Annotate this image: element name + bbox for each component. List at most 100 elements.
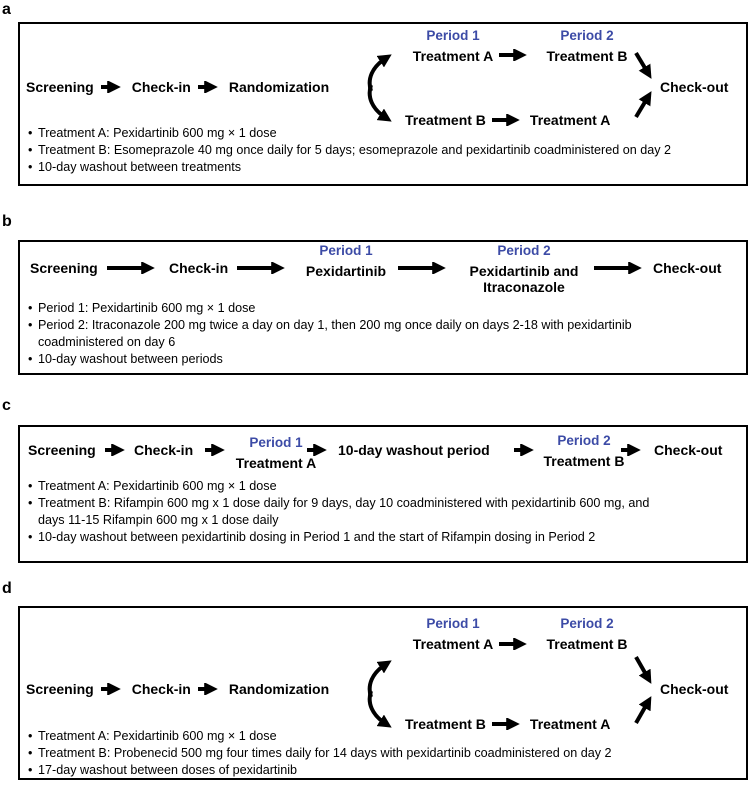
right-arrow-icon <box>107 262 155 274</box>
panel-c-letter: c <box>2 397 11 414</box>
period-1-label: Period 1 <box>426 28 480 43</box>
flow-step-check-in: Check-in <box>131 79 191 95</box>
note-line: • 17-day washout between doses of pexida… <box>28 762 734 779</box>
flow-step-treatment-a: Treatment A <box>412 48 494 64</box>
panel-d-letter: d <box>2 580 12 597</box>
flow-step-check-in: Check-in <box>169 260 229 276</box>
bullet-icon: • <box>28 530 33 544</box>
bullet-icon: • <box>28 496 33 510</box>
flow-step-treatment-b: Treatment B <box>546 636 628 652</box>
panel-d-notes: • Treatment A: Pexidartinib 600 mg × 1 d… <box>28 728 734 779</box>
bullet-icon: • <box>28 318 33 332</box>
flow-step-treatment-b: Treatment B <box>543 453 625 469</box>
right-arrow-icon <box>491 114 520 126</box>
right-arrow-icon <box>499 638 527 650</box>
right-arrow-icon <box>100 683 121 695</box>
flow-step-treatment-b: Treatment B <box>405 112 486 128</box>
note-text: Period 1: Pexidartinib 600 mg × 1 dose <box>38 301 256 315</box>
right-arrow-icon <box>621 444 641 456</box>
flow-step-screening: Screening <box>28 442 96 458</box>
flow-step-screening: Screening <box>26 79 94 95</box>
period-1-label: Period 1 <box>426 616 480 631</box>
panel-a-seq1-period1-cell: Period 1 Treatment A <box>405 28 501 64</box>
panel-a-seq1-period2-cell: Period 2 Treatment B <box>539 28 635 64</box>
panel-c-period2-cell: Period 2 Treatment B <box>537 433 631 469</box>
note-text: 10-day washout between pexidartinib dosi… <box>38 530 596 544</box>
note-text: 10-day washout between periods <box>38 352 223 366</box>
flow-step-check-out: Check-out <box>654 442 723 458</box>
panel-c-notes: • Treatment A: Pexidartinib 600 mg × 1 d… <box>28 478 734 546</box>
right-arrow-icon <box>197 683 218 695</box>
flow-step-treatment-b: Treatment B <box>405 716 486 732</box>
note-line: • Treatment B: Esomeprazole 40 mg once d… <box>28 142 734 159</box>
flow-step-randomization: Randomization <box>228 79 330 95</box>
merge-arrows-icon <box>634 51 652 119</box>
flow-step-treatment-a: Treatment A <box>235 455 317 471</box>
bullet-icon: • <box>28 301 33 315</box>
note-text: Treatment B: Rifampin 600 mg x 1 dose da… <box>38 496 650 510</box>
period-2-label: Period 2 <box>560 28 614 43</box>
flow-step-check-out: Check-out <box>653 260 722 276</box>
note-line: • Period 1: Pexidartinib 600 mg × 1 dose <box>28 300 734 317</box>
right-arrow-icon <box>594 262 642 274</box>
bullet-icon: • <box>28 143 33 157</box>
panel-d-seq1-period2-cell: Period 2 Treatment B <box>539 616 635 652</box>
panel-b-period1-cell: Period 1 Pexidartinib <box>298 243 394 279</box>
panel-a-seq2-row: Treatment B Treatment A <box>405 112 610 128</box>
branch-arrow-icon <box>367 660 392 728</box>
flow-step-randomization: Randomization <box>228 681 330 697</box>
panel-d-box: Period 1 Treatment A Period 2 Treatment … <box>18 606 748 780</box>
panel-b-letter: b <box>2 213 12 230</box>
note-continuation: coadministered on day 6 <box>38 335 176 349</box>
flow-step-treatment-a: Treatment A <box>529 112 611 128</box>
flow-step-treatment-a: Treatment A <box>529 716 611 732</box>
bullet-icon: • <box>28 479 33 493</box>
flow-step-screening: Screening <box>30 260 98 276</box>
note-line: • Period 2: Itraconazole 200 mg twice a … <box>28 317 734 334</box>
flow-step-check-in: Check-in <box>134 442 194 458</box>
bullet-icon: • <box>28 160 33 174</box>
panel-b-notes: • Period 1: Pexidartinib 600 mg × 1 dose… <box>28 300 734 368</box>
flow-step-check-in: Check-in <box>131 681 191 697</box>
right-arrow-icon <box>499 49 527 61</box>
right-arrow-icon <box>491 718 520 730</box>
bullet-icon: • <box>28 352 33 366</box>
flow-step-pexidartinib-and: Pexidartinib and <box>469 263 579 279</box>
panel-c-box: Screening Check-in Period 1 Treatment A … <box>18 425 748 563</box>
note-text: Treatment B: Esomeprazole 40 mg once dai… <box>38 143 672 157</box>
flow-step-treatment-a: Treatment A <box>412 636 494 652</box>
panel-d-seq1-period1-cell: Period 1 Treatment A <box>405 616 501 652</box>
panel-a-notes: • Treatment A: Pexidartinib 600 mg × 1 d… <box>28 125 734 176</box>
period-2-label: Period 2 <box>560 616 614 631</box>
note-line: • Treatment A: Pexidartinib 600 mg × 1 d… <box>28 478 734 495</box>
branch-arrow-icon <box>367 54 392 122</box>
note-text: Period 2: Itraconazole 200 mg twice a da… <box>38 318 632 332</box>
panel-a-box: Period 1 Treatment A Period 2 Treatment … <box>18 22 748 186</box>
right-arrow-icon <box>105 444 125 456</box>
period-1-label: Period 1 <box>249 435 303 450</box>
flow-step-washout: 10-day washout period <box>338 442 490 458</box>
note-line: • 10-day washout between pexidartinib do… <box>28 529 734 546</box>
flow-step-treatment-b: Treatment B <box>546 48 628 64</box>
note-line: • 10-day washout between periods <box>28 351 734 368</box>
panel-b-period2-cell: Period 2 Pexidartinib and Itraconazole <box>462 243 586 295</box>
period-1-label: Period 1 <box>319 243 373 258</box>
right-arrow-icon <box>100 81 121 93</box>
right-arrow-icon <box>307 444 327 456</box>
bullet-icon: • <box>28 763 33 777</box>
panel-d-seq2-row: Treatment B Treatment A <box>405 716 610 732</box>
flow-step-check-out: Check-out <box>660 79 729 95</box>
flow-step-pexidartinib: Pexidartinib <box>305 263 387 279</box>
panel-d-main-row: Screening Check-in Randomization <box>26 681 329 697</box>
note-line: • Treatment B: Rifampin 600 mg x 1 dose … <box>28 495 734 512</box>
bullet-icon: • <box>28 126 33 140</box>
note-text: Treatment B: Probenecid 500 mg four time… <box>38 746 612 760</box>
right-arrow-icon <box>237 262 285 274</box>
note-text: 10-day washout between treatments <box>38 160 242 174</box>
note-text: Treatment A: Pexidartinib 600 mg × 1 dos… <box>38 479 277 493</box>
flow-step-itraconazole: Itraconazole <box>483 279 565 295</box>
note-text: 17-day washout between doses of pexidart… <box>38 763 298 777</box>
right-arrow-icon <box>205 444 225 456</box>
note-line: • Treatment B: Probenecid 500 mg four ti… <box>28 745 734 762</box>
period-2-label: Period 2 <box>557 433 611 448</box>
